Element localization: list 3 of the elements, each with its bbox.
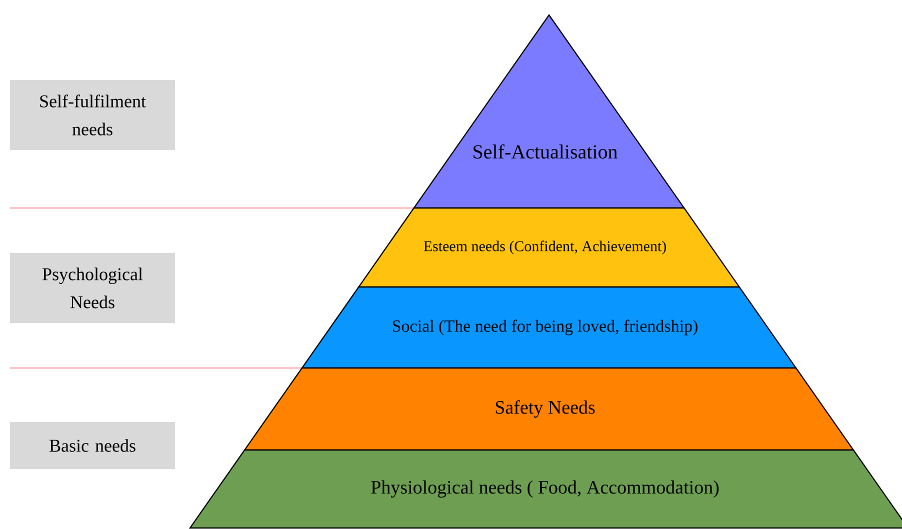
category-box: Basic needs xyxy=(10,422,175,469)
category-box: Psychological Needs xyxy=(10,252,175,323)
category-box: Self-fulfilment needs xyxy=(10,80,175,150)
